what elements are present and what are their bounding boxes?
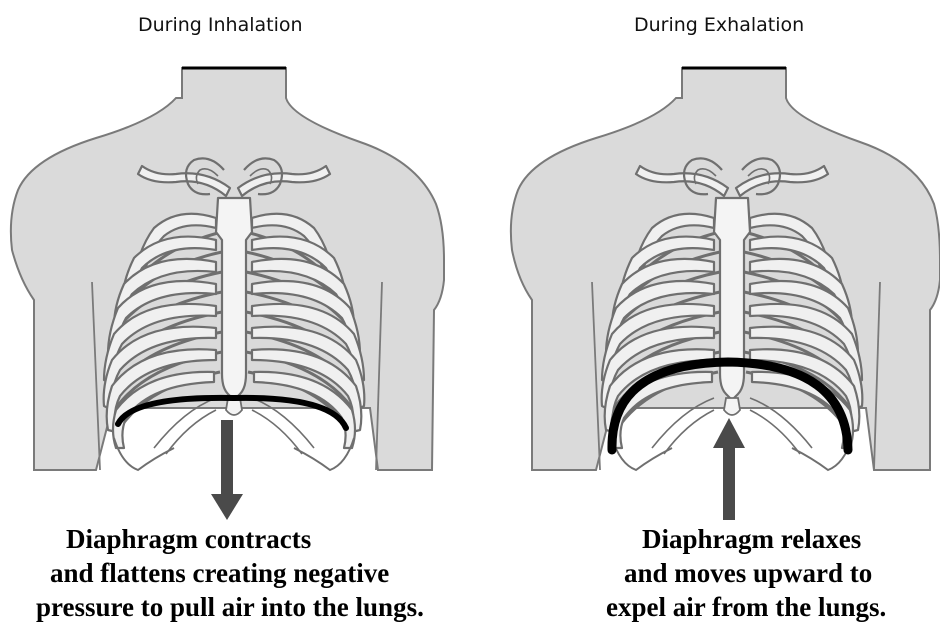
exhalation-caption: Diaphragm relaxes and moves upward to ex… bbox=[600, 522, 940, 624]
inhalation-caption: Diaphragm contracts and flattens creatin… bbox=[30, 522, 480, 624]
down-arrow-icon bbox=[211, 420, 243, 520]
up-arrow-icon bbox=[713, 418, 745, 520]
exhalation-caption-line-1: Diaphragm relaxes bbox=[600, 522, 940, 556]
exhalation-caption-line-3: expel air from the lungs. bbox=[600, 590, 940, 624]
inhalation-caption-line-1: Diaphragm contracts bbox=[30, 522, 480, 556]
inhalation-caption-line-2: and flattens creating negative bbox=[30, 556, 480, 590]
inhalation-caption-line-3: pressure to pull air into the lungs. bbox=[30, 590, 480, 624]
exhalation-caption-line-2: and moves upward to bbox=[600, 556, 940, 590]
